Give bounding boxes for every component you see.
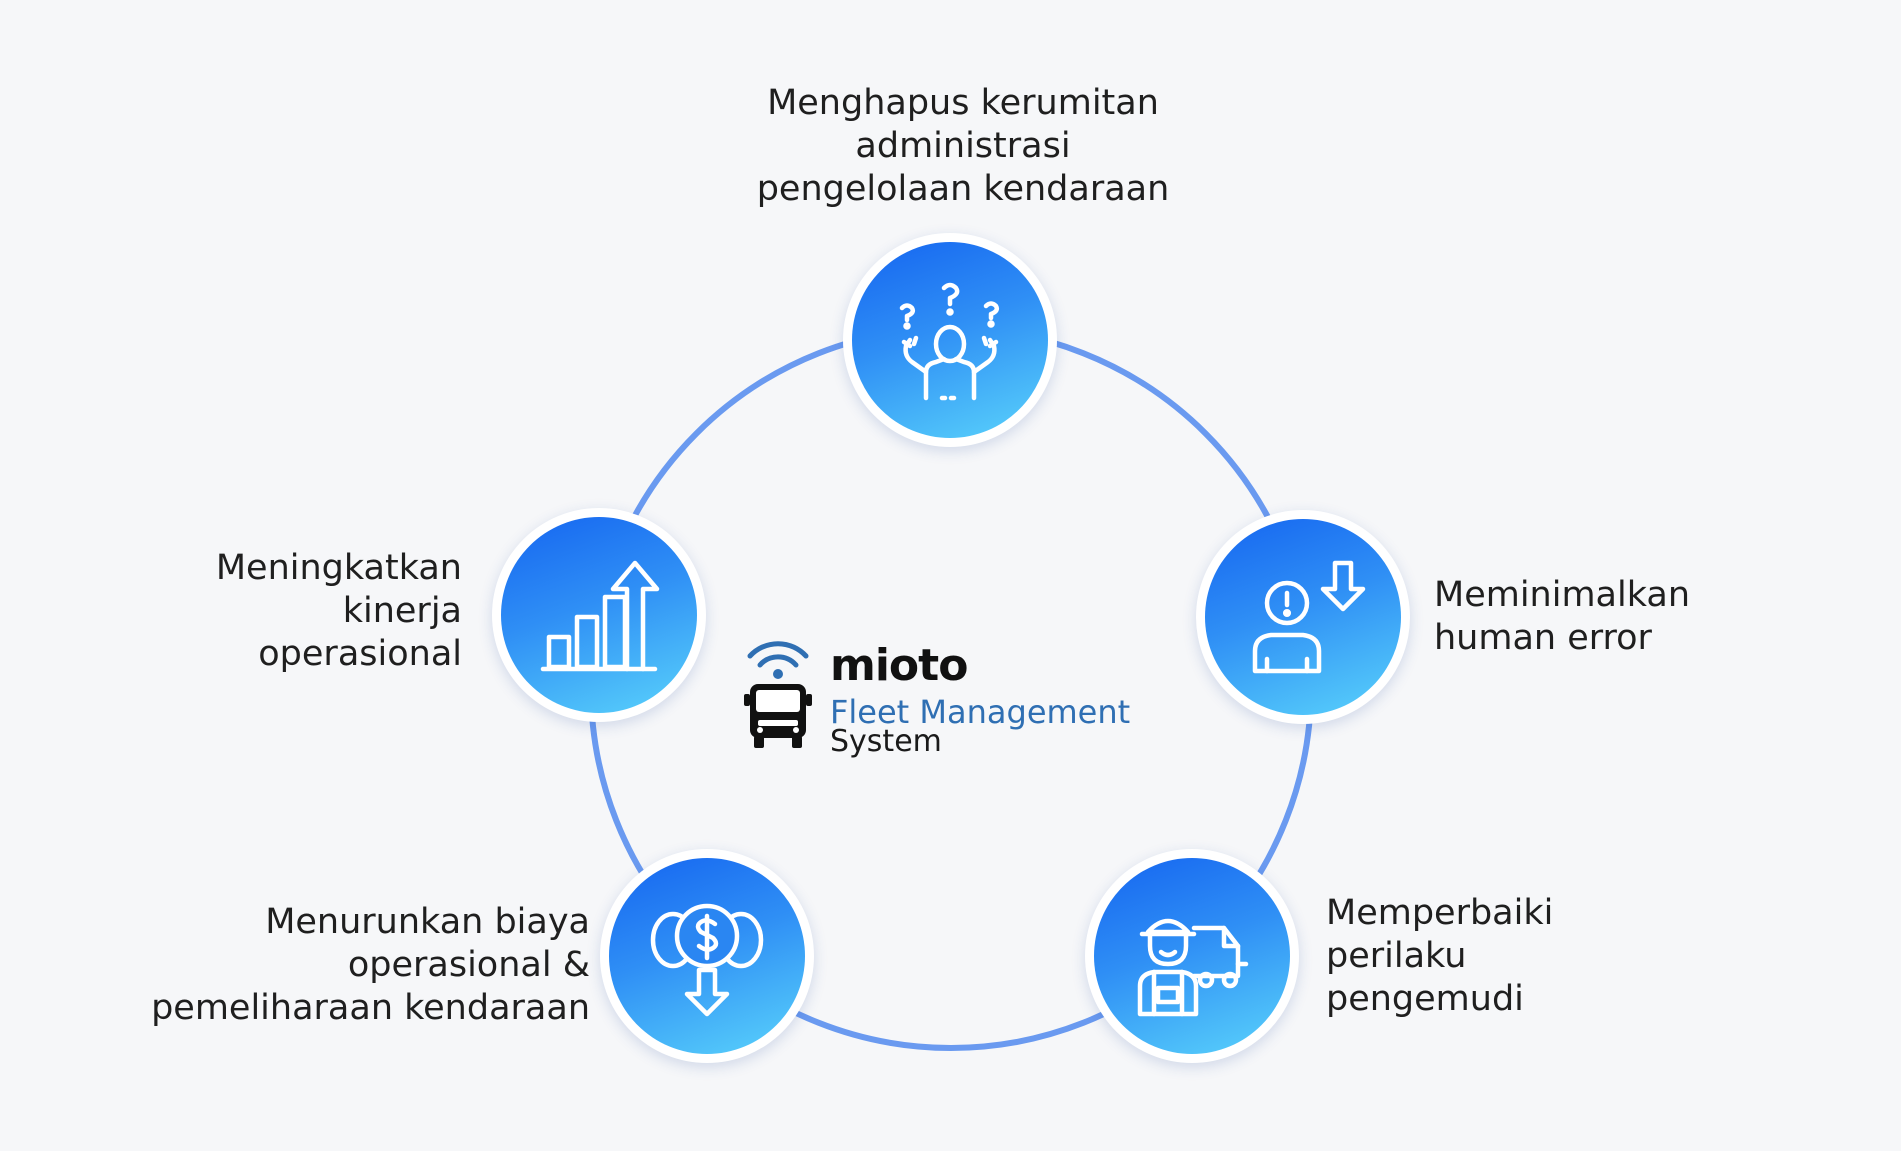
label-left: Meningkatkan kinerja operasional xyxy=(215,548,462,674)
node-top xyxy=(843,233,1057,447)
brand-subtitle: Fleet Management xyxy=(830,693,1131,731)
brand-name: mioto xyxy=(830,640,968,691)
brand-subtitle-system: System xyxy=(830,724,942,759)
confused-person-icon xyxy=(899,282,1000,401)
money-decrease-icon xyxy=(650,903,764,1017)
label-top: Menghapus kerumitan administrasi pengelo… xyxy=(756,83,1170,209)
node-bottom-right xyxy=(1085,849,1299,1063)
node-left xyxy=(492,508,706,722)
node-bottom-left xyxy=(600,849,814,1063)
growth-chart-icon xyxy=(540,560,660,672)
person-alert-down-icon xyxy=(1252,560,1366,674)
label-right: Meminimalkan human error xyxy=(1434,575,1691,658)
label-bottom-left: Menurunkan biaya operasional & pemelihar… xyxy=(151,902,590,1028)
center-logo: mioto Fleet Management System xyxy=(740,632,1180,758)
label-bottom-right: Memperbaiki perilaku pengemudi xyxy=(1326,893,1554,1019)
driver-truck-icon xyxy=(1137,918,1249,1017)
bus-signal-icon xyxy=(744,641,812,748)
node-right xyxy=(1196,510,1410,724)
